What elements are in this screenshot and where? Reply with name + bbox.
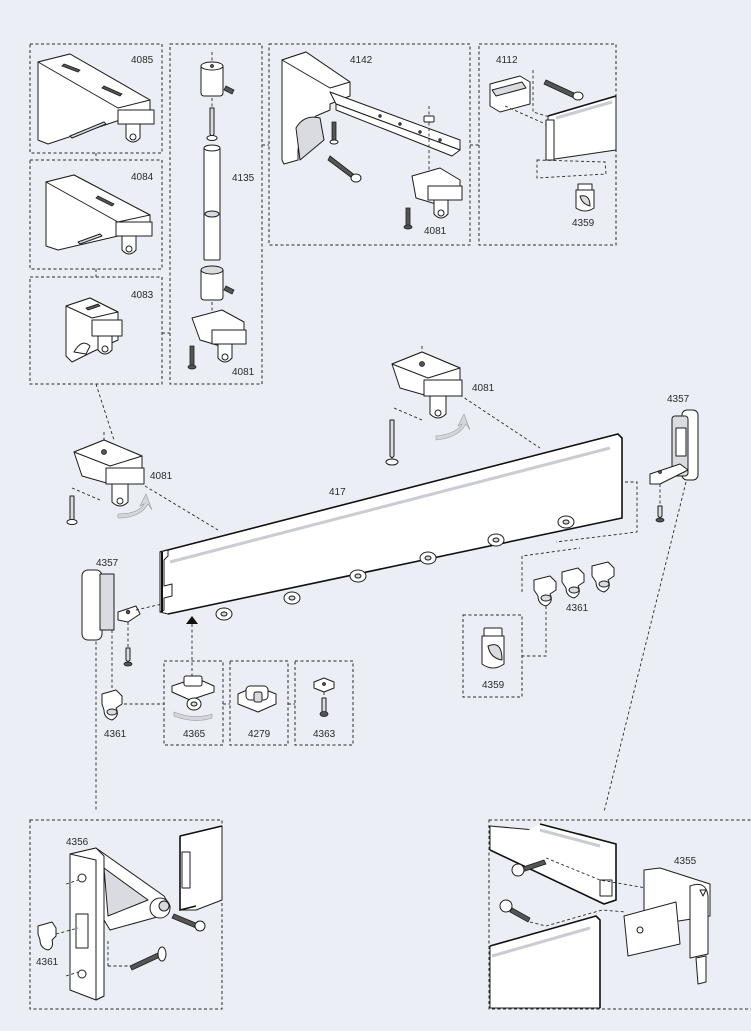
main-assembly: 4081 4081	[66, 346, 699, 813]
end-cap-4357-right-icon	[649, 409, 699, 523]
label-4085: 4085	[131, 55, 154, 66]
label-4081-top: 4081	[472, 383, 495, 394]
label-4359-box: 4359	[482, 680, 505, 691]
label-4365: 4365	[183, 729, 206, 740]
panel-ceiling-clip-4112: 4112 4359	[470, 43, 617, 246]
panel-extension-bracket-4142: 4142 4081	[262, 43, 471, 246]
panel-border	[169, 43, 263, 385]
label-4279: 4279	[248, 729, 271, 740]
panel-rod-4135: 4135 4081	[162, 43, 263, 385]
label-4142: 4142	[350, 55, 373, 66]
label-4081-rod: 4081	[232, 367, 255, 378]
panel-border	[229, 660, 289, 746]
rail-417-icon	[159, 433, 623, 621]
panel-border	[268, 43, 471, 246]
bracket-4085-icon	[37, 53, 155, 145]
end-cap-4357-left-icon	[81, 569, 163, 688]
label-4135: 4135	[232, 173, 255, 184]
joiner-4279-icon	[237, 685, 277, 713]
panel-runner-4365: 4365	[163, 660, 224, 746]
panel-border	[29, 43, 163, 154]
glider-4359-icon	[481, 627, 505, 669]
bracket-4084-icon	[45, 174, 153, 255]
stop-4363-icon	[313, 677, 335, 717]
panel-joiner-4279: 4279	[229, 660, 289, 746]
panel-border	[488, 819, 751, 1010]
wall-bracket-4356-icon	[37, 825, 223, 1001]
panel-wall-bracket-4356: 4356 4361	[29, 819, 223, 1010]
panel-border	[462, 614, 523, 698]
panel-bracket-4083: 4083	[29, 269, 163, 385]
clip-4081-top-icon	[385, 346, 471, 466]
bracket-4083-icon	[65, 297, 123, 363]
panel-border	[294, 660, 354, 746]
corner-4355-icon	[489, 823, 711, 1009]
label-4081-extension: 4081	[424, 226, 447, 237]
panel-border	[29, 819, 223, 1010]
label-4361-right: 4361	[566, 603, 589, 614]
label-4361-left: 4361	[104, 729, 127, 740]
panel-border	[29, 159, 163, 270]
label-4357-right: 4357	[667, 394, 690, 405]
label-4356: 4356	[66, 837, 89, 848]
label-4361-wall: 4361	[36, 957, 59, 968]
label-4359-ceiling: 4359	[572, 218, 595, 229]
panel-stop-4363: 4363	[294, 660, 354, 746]
runner-4365-icon	[171, 675, 215, 721]
label-4355: 4355	[674, 856, 697, 867]
extension-bracket-4142-icon	[281, 51, 463, 230]
label-4084: 4084	[131, 172, 154, 183]
label-4357-left: 4357	[96, 558, 119, 569]
glider-4361-left-icon	[101, 689, 164, 721]
label-4083: 4083	[131, 290, 154, 301]
rod-4135-icon	[187, 52, 247, 370]
clip-4081-left-icon	[66, 432, 153, 525]
panel-bracket-4085: 4085	[29, 43, 163, 154]
insert-arrow-icon	[186, 616, 198, 624]
label-4081-left: 4081	[150, 471, 173, 482]
label-4112: 4112	[496, 55, 518, 66]
ceiling-clip-4112-icon	[489, 70, 617, 212]
runner-wheels	[215, 515, 575, 621]
panel-bracket-4084: 4084	[29, 153, 163, 270]
panel-border	[163, 660, 224, 746]
label-417: 417	[329, 487, 346, 498]
panel-corner-4355: 4355	[488, 819, 751, 1010]
gliders-4361-icon	[521, 547, 615, 657]
panel-glider-4359: 4359	[462, 614, 523, 698]
label-4363: 4363	[313, 729, 336, 740]
